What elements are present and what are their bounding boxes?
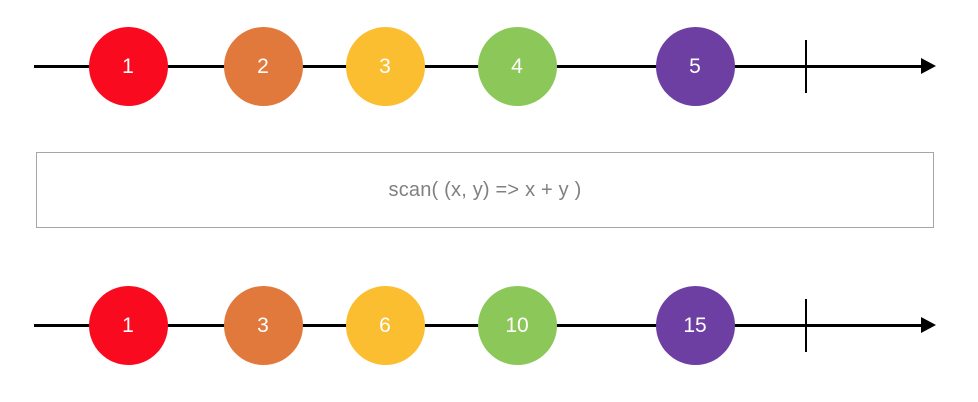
source-marble-2-label: 2 (257, 55, 269, 78)
source-marble-3[interactable]: 3 (345, 27, 425, 106)
source-marble-3-label: 3 (379, 55, 391, 78)
source-marble-2[interactable]: 2 (223, 27, 303, 106)
result-marble-3-label: 6 (379, 314, 391, 337)
source-marble-1[interactable]: 1 (88, 27, 168, 106)
source-marble-4[interactable]: 4 (477, 27, 557, 106)
operator-expression-label: scan( (x, y) => x + y ) (388, 178, 582, 201)
result-marble-2[interactable]: 3 (223, 286, 303, 365)
result-complete-tick-icon (805, 299, 807, 352)
result-marble-5[interactable]: 15 (655, 286, 735, 365)
result-marble-4-label: 10 (505, 314, 529, 337)
source-marble-5-label: 5 (689, 55, 701, 78)
operator-box[interactable]: scan( (x, y) => x + y ) (36, 152, 934, 228)
result-marble-1[interactable]: 1 (88, 286, 168, 365)
source-marble-5[interactable]: 5 (655, 27, 735, 106)
source-marble-1-label: 1 (122, 55, 134, 78)
result-marble-3[interactable]: 6 (345, 286, 425, 365)
result-marble-4[interactable]: 10 (477, 286, 557, 365)
result-marble-2-label: 3 (257, 314, 269, 337)
result-marble-5-label: 15 (683, 314, 707, 337)
result-timeline: 1 3 6 10 15 (0, 272, 978, 382)
result-axis-arrow-icon (921, 317, 936, 333)
source-complete-tick-icon (805, 40, 807, 93)
result-marble-1-label: 1 (122, 314, 134, 337)
source-timeline: 1 2 3 4 5 (0, 13, 978, 123)
source-marble-4-label: 4 (511, 55, 523, 78)
source-axis-arrow-icon (921, 58, 936, 74)
